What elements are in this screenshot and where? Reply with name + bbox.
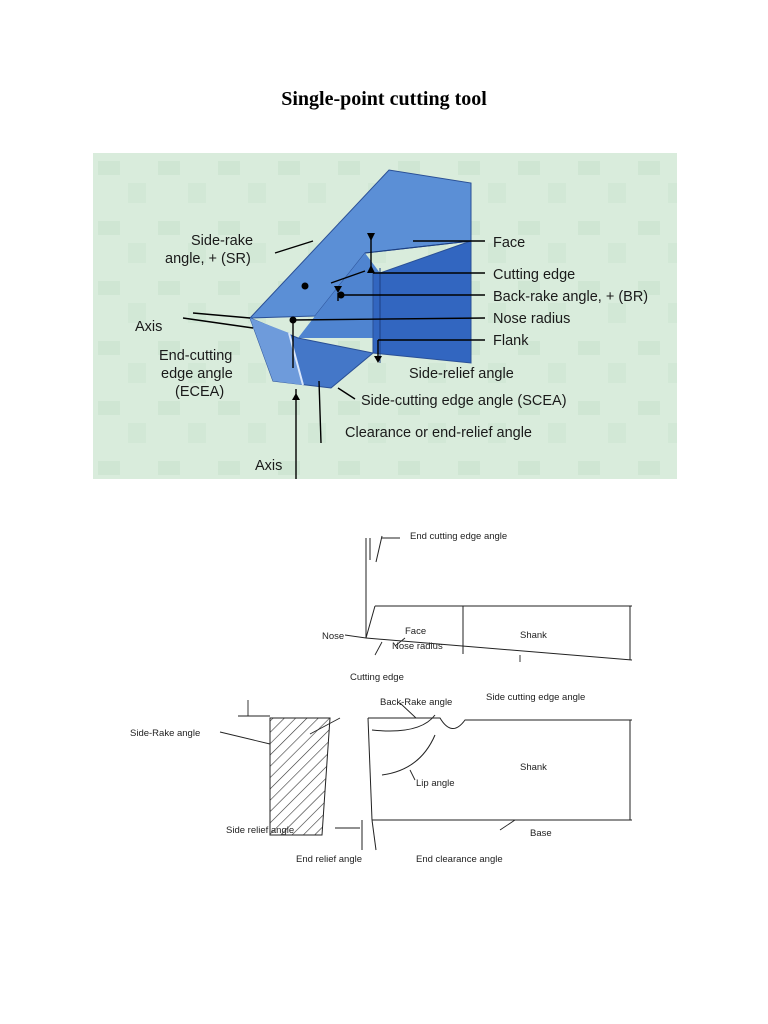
cutting-tool-3d-figure: Side-rake angle, + (SR) Axis End-cutting…	[93, 153, 677, 479]
fig2-label-shank-bottom: Shank	[520, 762, 547, 773]
page-title: Single-point cutting tool	[281, 88, 487, 110]
fig2-label-end-clearance-angle: End clearance angle	[416, 854, 503, 865]
fig2-label-end-cutting-edge-angle: End cutting edge angle	[410, 531, 507, 542]
tool-highlight	[288, 332, 304, 386]
label-face: Face	[493, 235, 525, 251]
nose-radius-dot	[289, 316, 297, 324]
figure1-leader-lines	[182, 238, 486, 479]
fig2-label-back-rake-angle: Back-Rake angle	[380, 697, 452, 708]
label-axis-bottom: Axis	[255, 458, 282, 474]
label-cutting-edge: Cutting edge	[493, 267, 575, 283]
face-edge	[364, 240, 472, 254]
fig2-label-side-cutting-edge-angle: Side cutting edge angle	[486, 692, 585, 703]
label-clearance: Clearance or end-relief angle	[345, 425, 532, 441]
cutting-tool-line-drawing: End cutting edge angle Nose Face Nose ra…	[130, 531, 633, 865]
label-axis-left: Axis	[135, 319, 162, 335]
top-view-outline	[365, 535, 633, 661]
fig2-label-side-relief-angle: Side relief angle	[226, 825, 294, 836]
side-view-outline	[361, 714, 632, 851]
label-scea: Side-cutting edge angle (SCEA)	[361, 393, 567, 409]
side-rake-section[interactable]	[269, 717, 331, 836]
cutting-edge-dot	[337, 291, 345, 299]
label-side-rake-2: angle, + (SR)	[165, 251, 251, 267]
fig2-label-base: Base	[530, 828, 552, 839]
fig2-label-end-relief-angle: End relief angle	[296, 854, 362, 865]
fig2-label-side-rake-angle: Side-Rake angle	[130, 728, 200, 739]
fig2-label-shank-top: Shank	[520, 630, 547, 641]
label-flank: Flank	[493, 333, 529, 349]
label-side-relief: Side-relief angle	[409, 366, 514, 382]
tool-nose-face	[250, 318, 303, 385]
label-ecea-3: (ECEA)	[175, 384, 224, 400]
fig2-label-lip-angle: Lip angle	[416, 778, 455, 789]
fig2-label-nose: Nose	[322, 631, 344, 642]
fig2-label-nose-radius: Nose radius	[392, 641, 443, 652]
fig2-label-cutting-edge: Cutting edge	[350, 672, 404, 683]
figure2-leader-lines	[219, 537, 521, 831]
label-side-rake-1: Side-rake	[191, 233, 253, 249]
label-nose-radius: Nose radius	[493, 311, 570, 327]
label-ecea-1: End-cutting	[159, 348, 232, 364]
figure1-arrowheads	[292, 233, 382, 400]
label-back-rake: Back-rake angle, + (BR)	[493, 289, 648, 305]
fig2-label-face: Face	[405, 626, 426, 637]
face-dot	[301, 282, 309, 290]
label-ecea-2: edge angle	[161, 366, 233, 382]
